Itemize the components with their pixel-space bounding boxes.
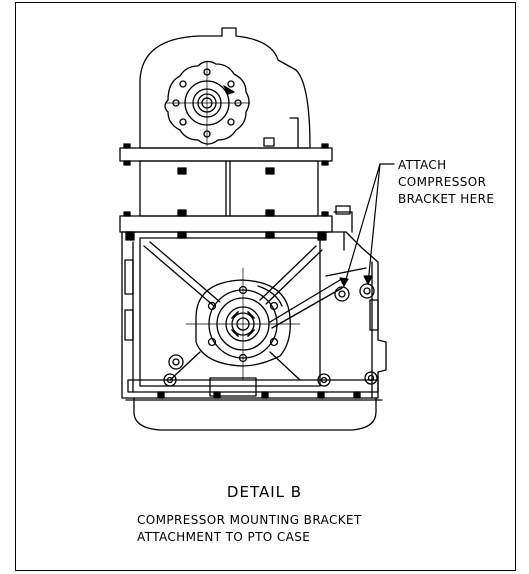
callout-text-compressor: COMPRESSOR [398,175,487,189]
drawing-frame [15,2,516,571]
lower-flange-plate [119,211,333,241]
detail-caption-line1: COMPRESSOR MOUNTING BRACKET [137,513,362,527]
spacer-section [139,160,319,217]
callout-text-attach: ATTACH [398,158,447,172]
bracket-mounting-holes [163,283,378,387]
output-shaft-flange [185,267,301,381]
detail-caption-line2: ATTACHMENT TO PTO CASE [137,530,311,544]
callout-text-bracket-here: BRACKET HERE [398,192,495,206]
pto-case-body [121,205,387,431]
detail-title: DETAIL B [226,483,303,501]
top-gear-housing [139,27,311,149]
callout-leader-lines [339,163,395,287]
